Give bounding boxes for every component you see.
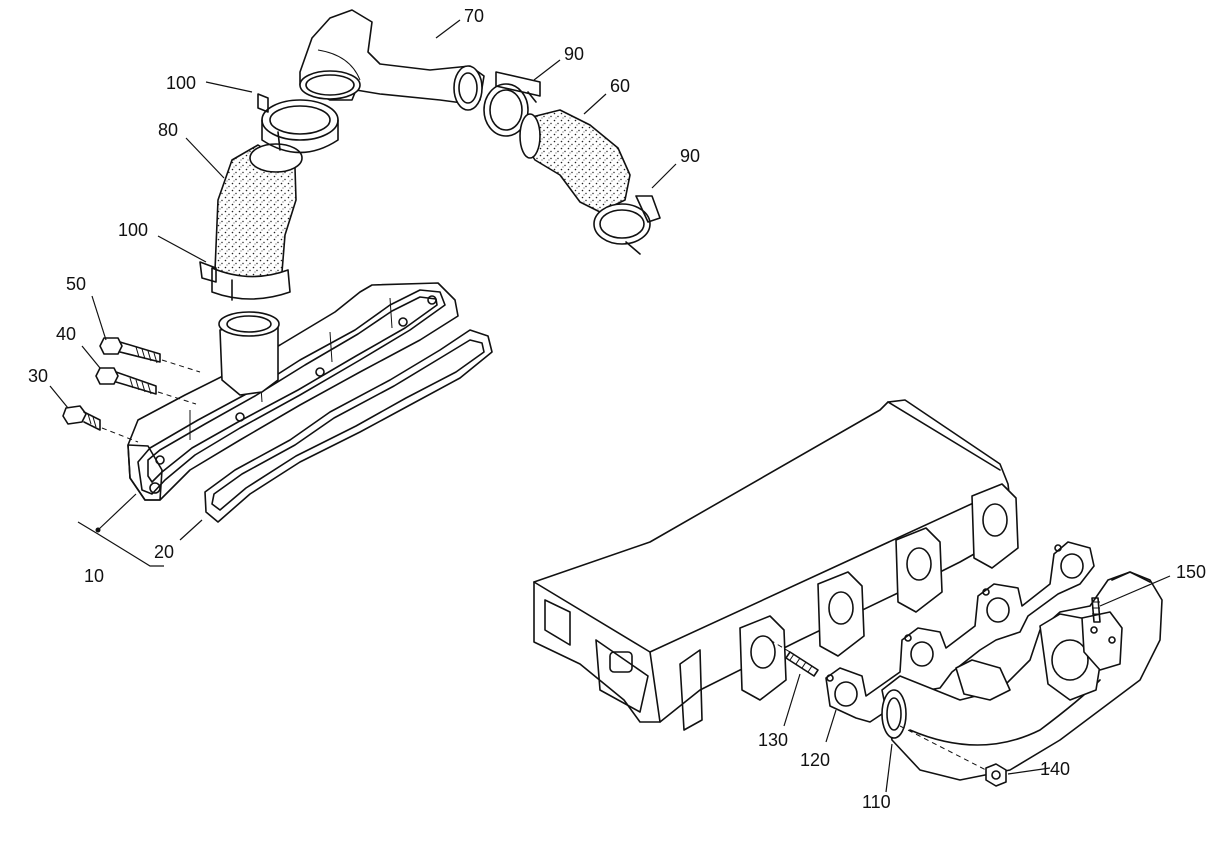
part-20-gasket xyxy=(204,329,493,523)
callout-120: 120 xyxy=(800,750,830,770)
callout-30: 30 xyxy=(28,366,48,386)
part-40-bolt xyxy=(95,367,197,405)
callout-20: 20 xyxy=(154,542,174,562)
callout-70: 70 xyxy=(464,6,484,26)
callout-90-lower: 90 xyxy=(680,146,700,166)
callout-40: 40 xyxy=(56,324,76,344)
callout-labels: 70 100 90 60 80 90 100 50 40 30 20 10 15… xyxy=(28,6,1206,812)
callout-140: 140 xyxy=(1040,759,1070,779)
part-140-nut xyxy=(899,725,1007,787)
leader-lines xyxy=(49,19,1171,793)
part-70-elbow-pipe xyxy=(299,9,485,111)
part-90-upper-clamp xyxy=(483,71,541,137)
callout-110: 110 xyxy=(862,792,891,812)
head-exhaust-ports xyxy=(739,483,1019,701)
callout-100-lower: 100 xyxy=(118,220,148,240)
part-130-stud xyxy=(769,639,819,677)
callout-100-upper: 100 xyxy=(166,73,196,93)
part-60-hose xyxy=(519,109,631,213)
callout-150: 150 xyxy=(1176,562,1206,582)
cylinder-head-block xyxy=(533,399,1019,731)
part-150-stud xyxy=(1091,597,1101,623)
callout-60: 60 xyxy=(610,76,630,96)
part-100-upper-clamp xyxy=(257,93,339,154)
part-50-bolt xyxy=(99,337,201,373)
part-90-lower-clamp xyxy=(593,195,661,255)
callout-90-upper: 90 xyxy=(564,44,584,64)
part-10-intake-manifold xyxy=(127,282,459,501)
callout-130: 130 xyxy=(758,730,788,750)
part-80-hose xyxy=(214,143,303,279)
callout-10: 10 xyxy=(84,566,104,586)
part-110-exhaust-manifold xyxy=(881,571,1163,781)
part-100-lower-clamp xyxy=(199,261,291,301)
part-30-bolt xyxy=(62,405,139,443)
callout-80: 80 xyxy=(158,120,178,140)
callout-50: 50 xyxy=(66,274,86,294)
